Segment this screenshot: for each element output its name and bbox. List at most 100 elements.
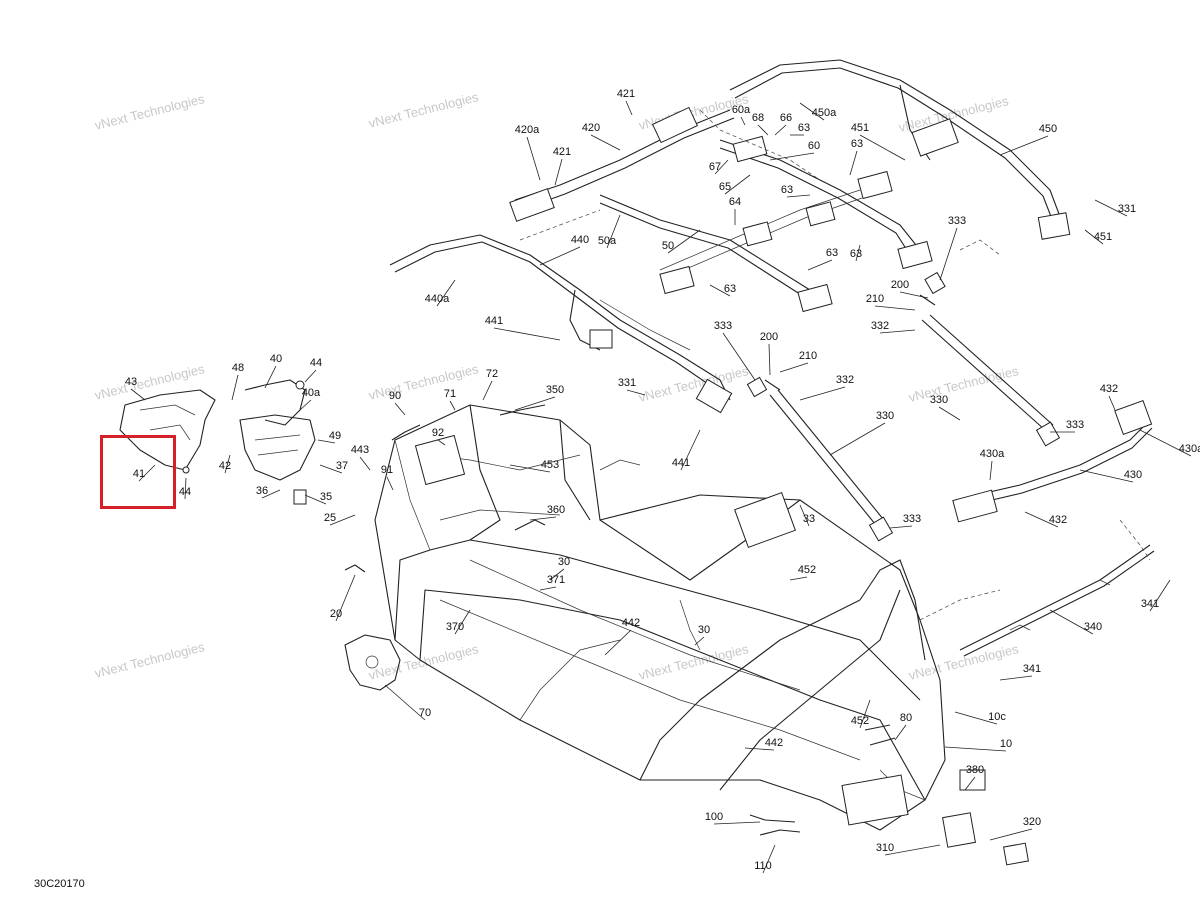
part-number-label: 65	[719, 181, 731, 193]
part-number-label: 440a	[425, 293, 450, 305]
leader-line	[999, 675, 1033, 681]
rear-bar	[959, 544, 1155, 657]
part-number-label: 110	[754, 860, 772, 872]
part-number-label: 68	[752, 112, 764, 124]
part-number-label: 67	[709, 161, 721, 173]
leader-line	[713, 821, 761, 825]
leader-line	[130, 388, 146, 401]
part-number-label: 48	[232, 362, 244, 374]
leader-line	[855, 244, 861, 262]
leader-line	[954, 711, 998, 725]
part-number-label: 430a	[1179, 443, 1200, 455]
leader-line	[799, 504, 810, 527]
leader-line	[989, 828, 1033, 841]
part-number-label: 44	[179, 486, 191, 498]
part-number-label: 333	[903, 513, 921, 525]
leader-line	[394, 402, 406, 416]
leader-line	[874, 305, 916, 311]
part-number-label: 421	[617, 88, 635, 100]
leader-line	[989, 460, 993, 481]
leader-line	[939, 227, 958, 281]
part-number-label: 25	[324, 512, 336, 524]
part-number-label: 350	[546, 384, 564, 396]
part-number-label: 333	[948, 215, 966, 227]
part-number-label: 33	[803, 513, 815, 525]
reference-lines	[519, 109, 1151, 621]
rear-cross-bar	[952, 399, 1153, 523]
part-number-label: 50a	[598, 235, 617, 247]
part-number-label: 63	[851, 138, 863, 150]
leader-line	[807, 259, 833, 271]
leader-line	[449, 400, 456, 411]
part-number-label: 371	[547, 574, 565, 586]
leader-line	[786, 194, 811, 198]
leader-line	[1108, 395, 1116, 411]
part-number-label: 35	[320, 491, 332, 503]
part-number-label: 42	[219, 460, 231, 472]
leader-line	[264, 365, 277, 389]
leader-line	[1094, 199, 1128, 217]
leader-line	[184, 477, 187, 500]
part-number-label: 80	[900, 712, 912, 724]
part-number-label: 40a	[302, 387, 321, 399]
part-number-label: 331	[1118, 203, 1136, 215]
leader-line	[1084, 229, 1104, 245]
leader-line	[829, 422, 886, 456]
leader-line	[1024, 511, 1059, 528]
leader-line	[774, 124, 787, 136]
part-number-label: 63	[724, 283, 736, 295]
part-number-label: 36	[256, 485, 268, 497]
part-number-label: 37	[336, 460, 348, 472]
part-number-label: 380	[966, 764, 984, 776]
leader-line	[437, 439, 446, 446]
rear-braces	[746, 271, 1061, 542]
part-number-label: 333	[1066, 419, 1084, 431]
part-number-label: 442	[622, 617, 640, 629]
leader-line	[740, 116, 746, 126]
leader-line	[549, 568, 565, 581]
leader-line	[604, 629, 632, 656]
leader-line	[724, 174, 751, 195]
part-number-label: 40	[270, 353, 282, 365]
part-number-label: 341	[1023, 663, 1041, 675]
leader-line	[709, 284, 731, 297]
leader-line	[894, 724, 907, 741]
leader-line	[884, 844, 941, 856]
watermark: vNext Technologies	[93, 361, 206, 403]
leader-line	[138, 464, 156, 482]
leader-line	[1149, 579, 1171, 612]
part-number-label: 450a	[812, 107, 837, 119]
part-number-label: 63	[826, 247, 838, 259]
part-number-label: 340	[1084, 621, 1102, 633]
part-number-label: 50	[662, 240, 674, 252]
part-number-label: 20	[330, 608, 342, 620]
part-number-label: 92	[432, 427, 444, 439]
watermark: vNext Technologies	[907, 363, 1020, 405]
part-number-label: 210	[799, 350, 817, 362]
part-number-label: 330	[876, 410, 894, 422]
part-number-label: 443	[351, 444, 369, 456]
leader-line	[436, 279, 456, 307]
part-number-label: 41	[133, 468, 145, 480]
part-number-label: 421	[553, 146, 571, 158]
leader-line	[359, 456, 371, 471]
leader-line	[606, 214, 621, 249]
part-number-label: 453	[541, 459, 559, 471]
leader-line	[514, 396, 556, 411]
leader-line	[231, 374, 239, 401]
part-number-label: 452	[798, 564, 816, 576]
leader-line	[317, 439, 336, 444]
leader-line	[1139, 429, 1192, 457]
part-number-label: 441	[485, 315, 503, 327]
part-number-label: 360	[547, 504, 565, 516]
part-number-label: 430	[1124, 469, 1142, 481]
watermark: vNext Technologies	[367, 89, 480, 131]
leader-line	[509, 464, 551, 473]
part-number-label: 450	[1039, 123, 1057, 135]
leader-line	[539, 586, 557, 591]
watermark: vNext Technologies	[367, 361, 480, 403]
leader-line	[714, 159, 729, 175]
